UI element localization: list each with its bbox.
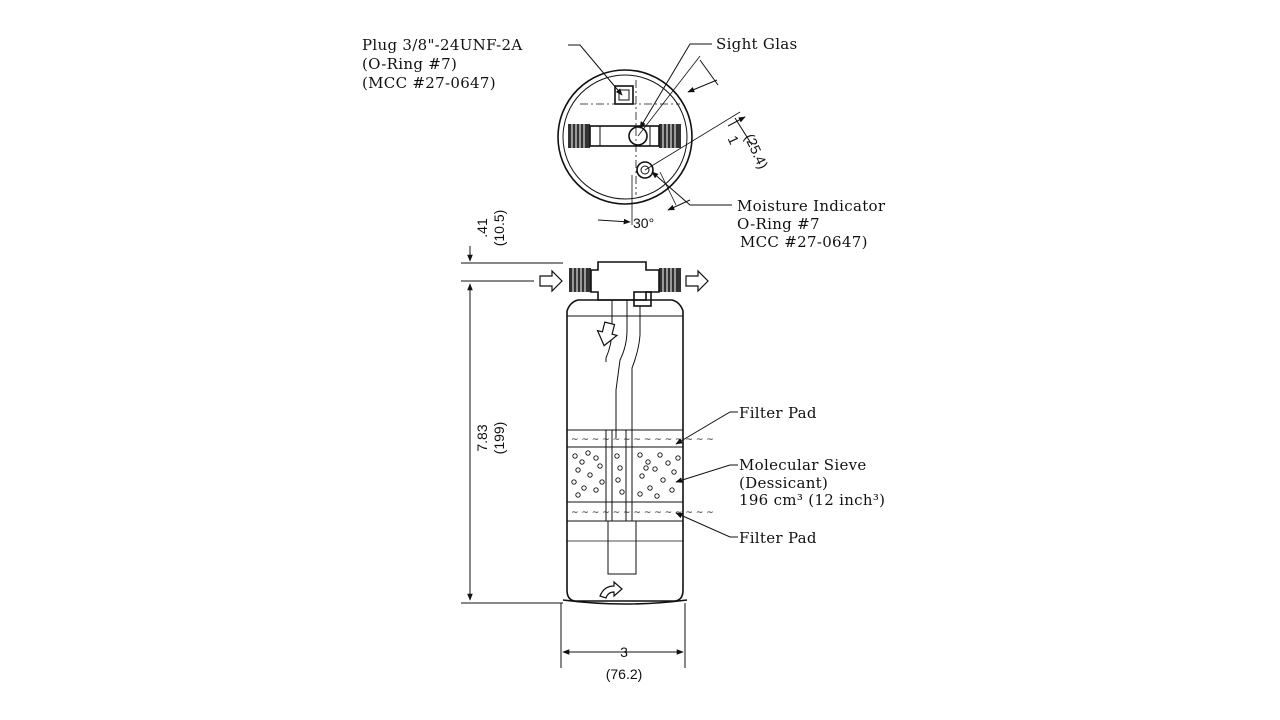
offset-dim-value: 1 (725, 133, 743, 147)
angle-label: 30° (633, 215, 654, 231)
outlet-port-fitting (659, 124, 681, 148)
filter-pad-top-label: Filter Pad (739, 404, 817, 422)
canister-body (566, 299, 684, 602)
filter-pad-bottom-label: Filter Pad (739, 529, 817, 547)
filter-pad-texture: ~ ~ ~ ~ ~ ~ ~ ~ ~ ~ ~ ~ ~ ~ ~ ~ ~ ~ ~ ~ … (571, 435, 714, 518)
inlet-flow-arrow (539, 269, 563, 293)
moisture-label-line-3: MCC #27-0647) (740, 233, 868, 251)
moisture-label-line-1: Moisture Indicator (737, 197, 886, 215)
top-view-inner-circle (562, 74, 688, 200)
top-height-dim-value: .41 (474, 218, 490, 238)
flow-arrows (539, 269, 709, 599)
moisture-indicator-leader (651, 171, 732, 206)
height-dim-metric: (199) (491, 422, 507, 455)
moisture-indicator-side (633, 291, 652, 307)
outlet-fitting-side (659, 268, 681, 292)
plug-label-line-3: (MCC #27-0647) (362, 74, 496, 92)
down-flow-arrow (596, 321, 619, 347)
height-dim-value: 7.83 (474, 424, 490, 451)
sieve-label-line-2: (Dessicant) (739, 474, 828, 492)
plug-hex (614, 85, 634, 105)
top-view-outer-circle (557, 69, 693, 205)
outlet-flow-arrow (685, 269, 709, 293)
filter-pad-top-leader (675, 411, 738, 445)
top-view-leaders (568, 43, 753, 225)
offset-dim-metric: (25.4) (742, 131, 772, 171)
side-view-leaders (675, 411, 738, 538)
sight-glass-leader (639, 43, 712, 129)
moisture-indicator-circle (636, 161, 654, 179)
sight-glass-label: Sight Glas (716, 35, 798, 53)
molecular-sieve-bed (566, 446, 684, 503)
plug-label-line-1: Plug 3/8"-24UNF-2A (362, 36, 522, 54)
inlet-port-fitting (568, 124, 590, 148)
top-height-dim-metric: (10.5) (491, 210, 507, 247)
angle-ray-2 (644, 111, 741, 171)
top-view-manifold (589, 125, 660, 147)
width-dim-metric: (76.2) (606, 666, 643, 682)
side-view: ~ ~ ~ ~ ~ ~ ~ ~ ~ ~ ~ ~ ~ ~ ~ ~ ~ ~ ~ ~ … (461, 246, 714, 668)
return-flow-arrow (599, 580, 623, 599)
sight-glass-circle (628, 126, 648, 146)
svg-text:~ ~ ~ ~ ~ ~ ~ ~ ~ ~ ~ ~ ~ ~: ~ ~ ~ ~ ~ ~ ~ ~ ~ ~ ~ ~ ~ ~ (571, 435, 714, 445)
sieve-label-line-1: Molecular Sieve (739, 456, 867, 474)
molecular-sieve-leader (675, 464, 738, 483)
top-view (557, 69, 693, 205)
plug-label-line-2: (O-Ring #7) (362, 55, 457, 73)
svg-text:~ ~ ~ ~ ~ ~ ~ ~ ~ ~ ~ ~ ~ ~: ~ ~ ~ ~ ~ ~ ~ ~ ~ ~ ~ ~ ~ ~ (571, 508, 714, 518)
desiccant-beads (571, 450, 681, 499)
plug-leader (568, 44, 623, 96)
width-dim-value: 3 (620, 644, 628, 660)
bottom-tube (607, 520, 637, 575)
angle-ray-1 (637, 55, 701, 137)
moisture-label-line-2: O-Ring #7 (737, 215, 820, 233)
sieve-label-line-3: 196 cm³ (12 inch³) (739, 491, 885, 509)
top-manifold-side (590, 261, 660, 301)
filter-pad-bottom-leader (675, 512, 738, 538)
inlet-fitting-side (569, 268, 591, 292)
